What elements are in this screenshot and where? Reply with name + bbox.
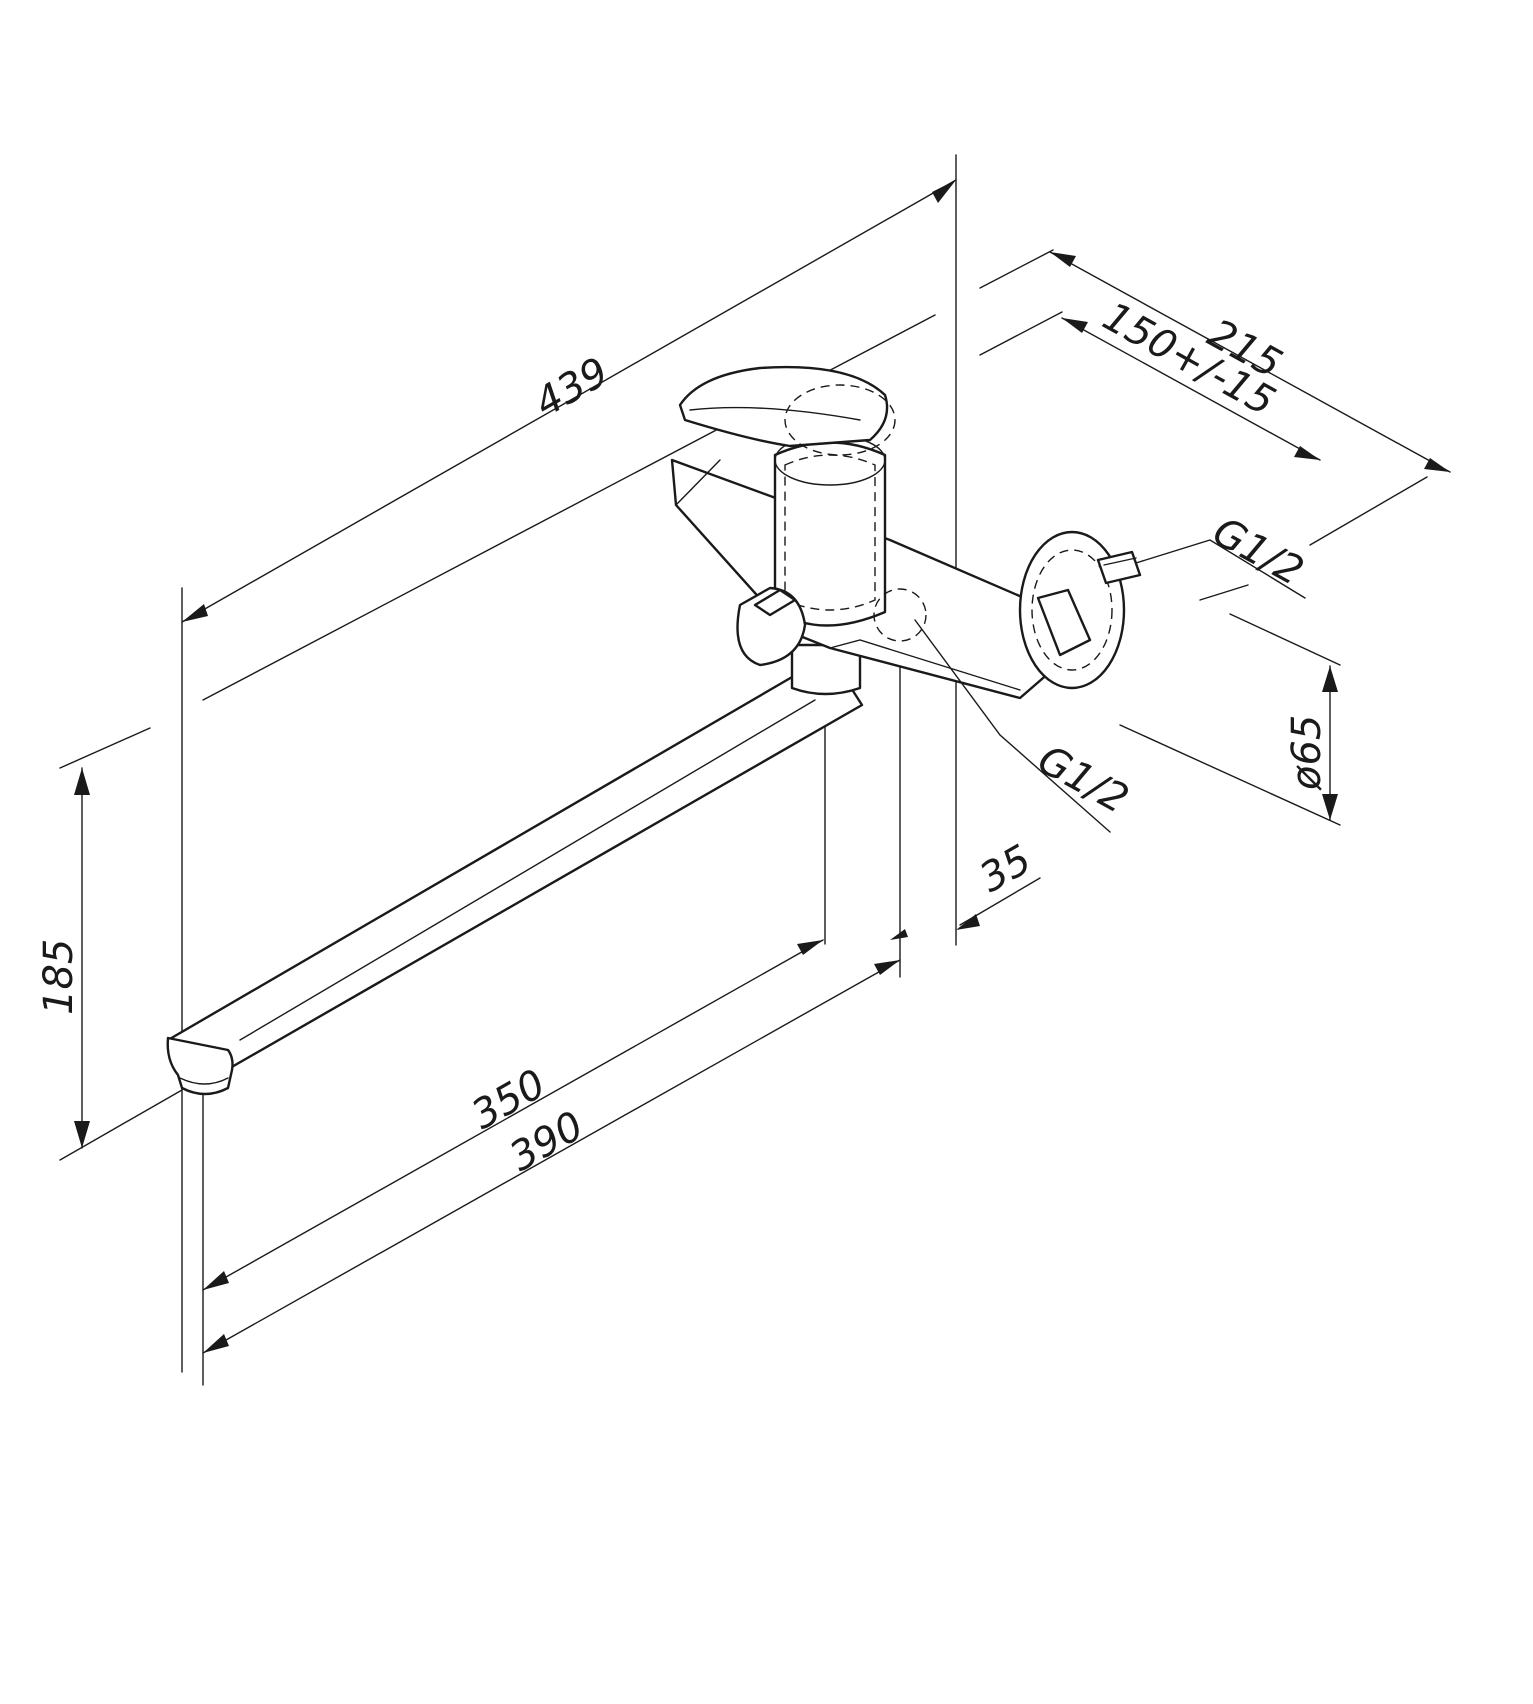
extension-lines	[59, 154, 1428, 1386]
dim-flange-diameter: ø65	[1284, 715, 1330, 791]
dim-offset: 35	[972, 837, 1039, 902]
spout	[166, 653, 864, 1070]
dim-inlet-thread: G1/2	[1205, 509, 1311, 595]
dim-overall-length: 439	[527, 349, 616, 427]
dim-line-150	[1061, 317, 1321, 461]
eccentric-connector	[1036, 588, 1092, 657]
dim-line-215	[1049, 251, 1451, 473]
dim-outlet-thread: G1/2	[1030, 737, 1136, 823]
leaders	[914, 539, 1306, 833]
lever-handle	[678, 365, 889, 448]
faucet	[166, 365, 1142, 1096]
dim-line-390	[202, 959, 901, 1354]
arrowheads	[74, 180, 1450, 1353]
spout-collar	[790, 643, 862, 696]
dim-line-439	[181, 179, 957, 623]
dim-height: 185	[36, 939, 82, 1015]
dim-line-350	[202, 939, 824, 1291]
